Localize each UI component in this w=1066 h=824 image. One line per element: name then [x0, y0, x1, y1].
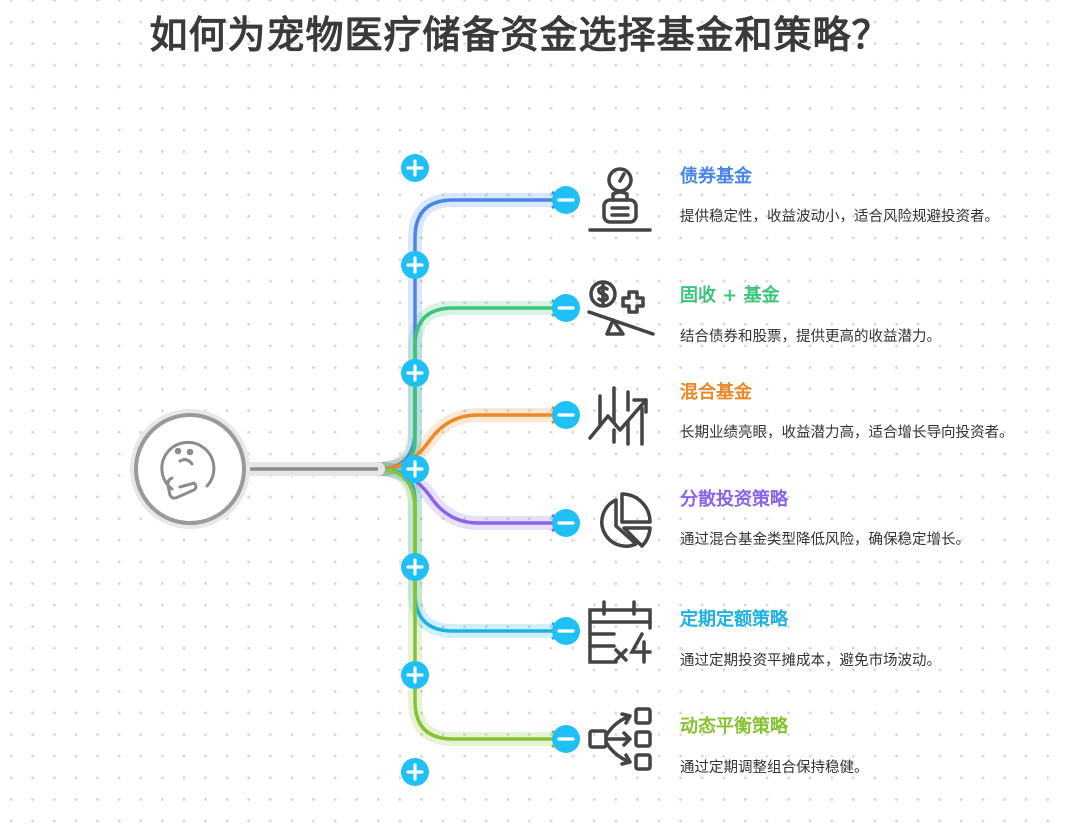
- item-dynamic-rebalancing: 动态平衡策略 通过定期调整组合保持稳健。: [680, 715, 1050, 778]
- item-title: 分散投资策略: [680, 489, 788, 510]
- item-title: 固收 + 基金: [680, 285, 780, 306]
- balance-money-health-icon: [587, 280, 655, 336]
- expand-button[interactable]: [401, 359, 429, 387]
- item-title: 动态平衡策略: [680, 716, 788, 737]
- branch-line: [377, 306, 560, 471]
- item-bond-fund: 债券基金 提供稳定性，收益波动小，适合风险规避投资者。: [680, 165, 1050, 227]
- item-title: 混合基金: [680, 382, 752, 403]
- item-desc: 长期业绩亮眼，收益潜力高，适合增长导向投资者。: [680, 425, 1014, 441]
- collapse-button[interactable]: [552, 401, 580, 429]
- collapse-button[interactable]: [552, 725, 580, 753]
- item-desc: 通过混合基金类型降低风险，确保稳定增长。: [680, 532, 970, 548]
- collapse-button[interactable]: [552, 617, 580, 645]
- calendar-repeat-icon: [588, 600, 652, 664]
- item-title: 定期定额策略: [680, 609, 788, 630]
- scale-weight-icon: [588, 167, 652, 232]
- item-hybrid-fund: 混合基金 长期业绩亮眼，收益潜力高，适合增长导向投资者。: [680, 381, 1050, 443]
- expand-button[interactable]: [401, 455, 429, 483]
- branch-glow: [371, 301, 567, 476]
- collapse-button[interactable]: [552, 294, 580, 322]
- item-title: 债券基金: [680, 166, 752, 187]
- item-dollar-cost-averaging: 定期定额策略 通过定期投资平摊成本，避免市场波动。: [680, 608, 1050, 671]
- item-desc: 通过定期调整组合保持稳健。: [680, 760, 869, 776]
- page-title: 如何为宠物医疗储备资金选择基金和策略？: [149, 12, 891, 57]
- center-hub: [130, 409, 385, 529]
- item-desc: 通过定期投资平摊成本，避免市场波动。: [680, 653, 941, 669]
- branch-glow: [371, 462, 567, 746]
- expand-button[interactable]: [401, 553, 429, 581]
- branches: [371, 190, 567, 749]
- branch-glow: [371, 193, 567, 476]
- pie-chart-icon: [600, 492, 652, 548]
- branch-line: [377, 413, 560, 471]
- item-fixed-income-plus: 固收 + 基金 结合债券和股票，提供更高的收益潜力。: [680, 284, 1050, 347]
- item-diversification: 分散投资策略 通过混合基金类型降低风险，确保稳定增长。: [680, 488, 1050, 550]
- branch-glow: [371, 462, 567, 638]
- growth-chart-icon: [588, 386, 648, 446]
- expand-button[interactable]: [401, 154, 429, 182]
- distribute-arrows-icon: [588, 707, 652, 771]
- collapse-button[interactable]: [552, 186, 580, 214]
- thinking-face-icon: [160, 440, 216, 500]
- branch-line: [377, 467, 560, 633]
- expand-button[interactable]: [401, 251, 429, 279]
- expand-button[interactable]: [401, 758, 429, 786]
- branch-line: [377, 198, 560, 471]
- item-desc: 提供稳定性，收益波动小，适合风险规避投资者。: [680, 209, 999, 225]
- expand-button[interactable]: [401, 661, 429, 689]
- collapse-button[interactable]: [552, 509, 580, 537]
- branch-line: [377, 467, 560, 741]
- item-desc: 结合债券和股票，提供更高的收益潜力。: [680, 329, 941, 345]
